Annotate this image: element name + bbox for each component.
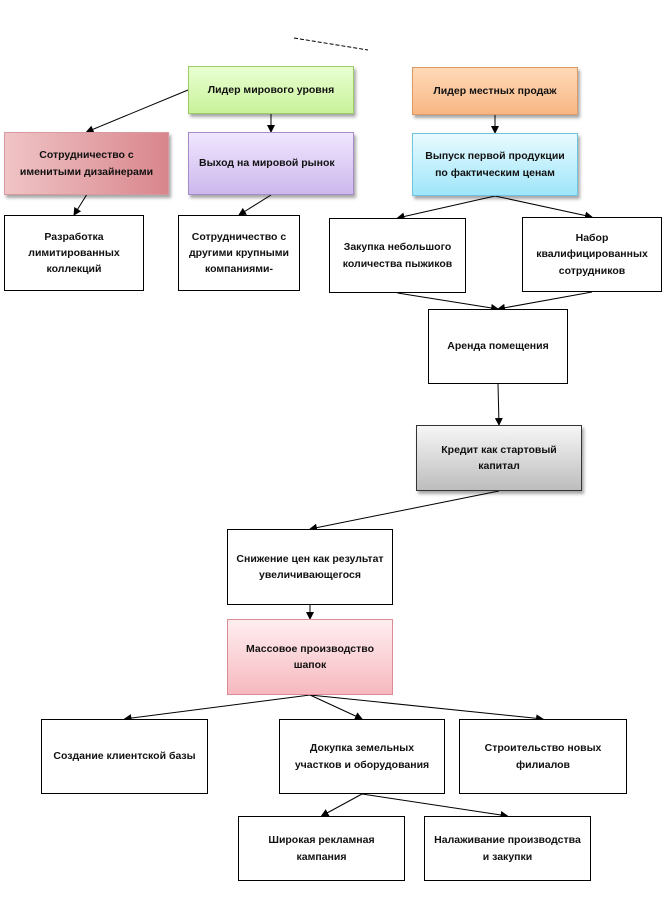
node-mass-production-label: Массовое производство шапок <box>246 642 374 671</box>
arrow-mass-to-branches <box>309 694 544 723</box>
node-world-leader-label: Лидер мирового уровня <box>207 83 335 96</box>
arrow-world-market-to-companies <box>238 194 272 216</box>
node-ad-campaign: Широкая рекламная кампания <box>238 816 405 881</box>
arrow-mass-to-land <box>309 694 363 720</box>
arrow-mass-to-clients <box>123 694 311 723</box>
arrow-world-leader-to-designers <box>85 89 189 134</box>
arrow-first-products-to-purchase <box>396 195 496 221</box>
node-first-products: Выпуск первой продукции по фактическим ц… <box>412 133 578 196</box>
node-credit: Кредит как стартовый капитал <box>416 425 582 491</box>
node-land-equipment: Докупка земельных участков и оборудовани… <box>279 719 445 794</box>
node-price-cut: Снижение цен как результат увеличивающег… <box>227 529 393 605</box>
dashed-line-decoration <box>293 37 369 51</box>
node-limited-collections: Разработка лимитированных коллекций <box>4 215 144 291</box>
connector-arrows <box>73 89 593 819</box>
arrow-first-products-to-staff <box>494 195 593 220</box>
arrow-land-to-ads <box>320 793 363 817</box>
node-staff: Набор квалифицированных сотрудников <box>522 217 662 292</box>
arrow-rent-to-credit <box>494 383 503 426</box>
node-new-branches: Строительство новых филиалов <box>459 719 627 794</box>
node-client-base: Создание клиентской базы <box>41 719 208 794</box>
node-client-base-label: Создание клиентской базы <box>53 750 196 763</box>
node-other-companies: Сотрудничество с другими крупными компан… <box>178 215 300 291</box>
node-world-leader: Лидер мирового уровня <box>188 66 354 114</box>
node-production-supply-label: Налаживание производства и закупки <box>434 834 581 863</box>
arrow-land-to-supply <box>361 793 509 819</box>
node-other-companies-label: Сотрудничество с другими крупными компан… <box>189 230 289 276</box>
node-purchase: Закупка небольшого количества пыжиков <box>329 218 466 293</box>
arrow-credit-to-price-cut <box>309 490 500 532</box>
node-rent: Аренда помещения <box>428 309 568 384</box>
node-world-market: Выход на мировой рынок <box>188 132 354 195</box>
arrow-purchase-to-rent <box>397 292 499 312</box>
arrow-staff-to-rent <box>497 291 593 312</box>
node-local-leader: Лидер местных продаж <box>412 67 578 115</box>
node-limited-collections-label: Разработка лимитированных коллекций <box>28 230 120 276</box>
node-rent-label: Аренда помещения <box>447 340 549 353</box>
node-ad-campaign-label: Широкая рекламная кампания <box>268 834 375 863</box>
arrow-designers-to-limited <box>73 194 87 216</box>
node-land-equipment-label: Докупка земельных участков и оборудовани… <box>294 742 430 771</box>
node-local-leader-label: Лидер местных продаж <box>433 84 557 97</box>
node-credit-label: Кредит как стартовый капитал <box>441 443 557 472</box>
node-designers-label: Сотрудничество с именитыми дизайнерами <box>19 149 154 178</box>
node-mass-production: Массовое производство шапок <box>227 619 393 695</box>
node-first-products-label: Выпуск первой продукции по фактическим ц… <box>425 150 565 179</box>
node-new-branches-label: Строительство новых филиалов <box>484 742 602 771</box>
node-production-supply: Налаживание производства и закупки <box>424 816 591 881</box>
node-designers: Сотрудничество с именитыми дизайнерами <box>4 132 169 195</box>
node-staff-label: Набор квалифицированных сотрудников <box>536 232 648 277</box>
node-world-market-label: Выход на мировой рынок <box>199 157 335 170</box>
node-purchase-label: Закупка небольшого количества пыжиков <box>342 241 453 270</box>
node-price-cut-label: Снижение цен как результат увеличивающег… <box>236 552 384 581</box>
